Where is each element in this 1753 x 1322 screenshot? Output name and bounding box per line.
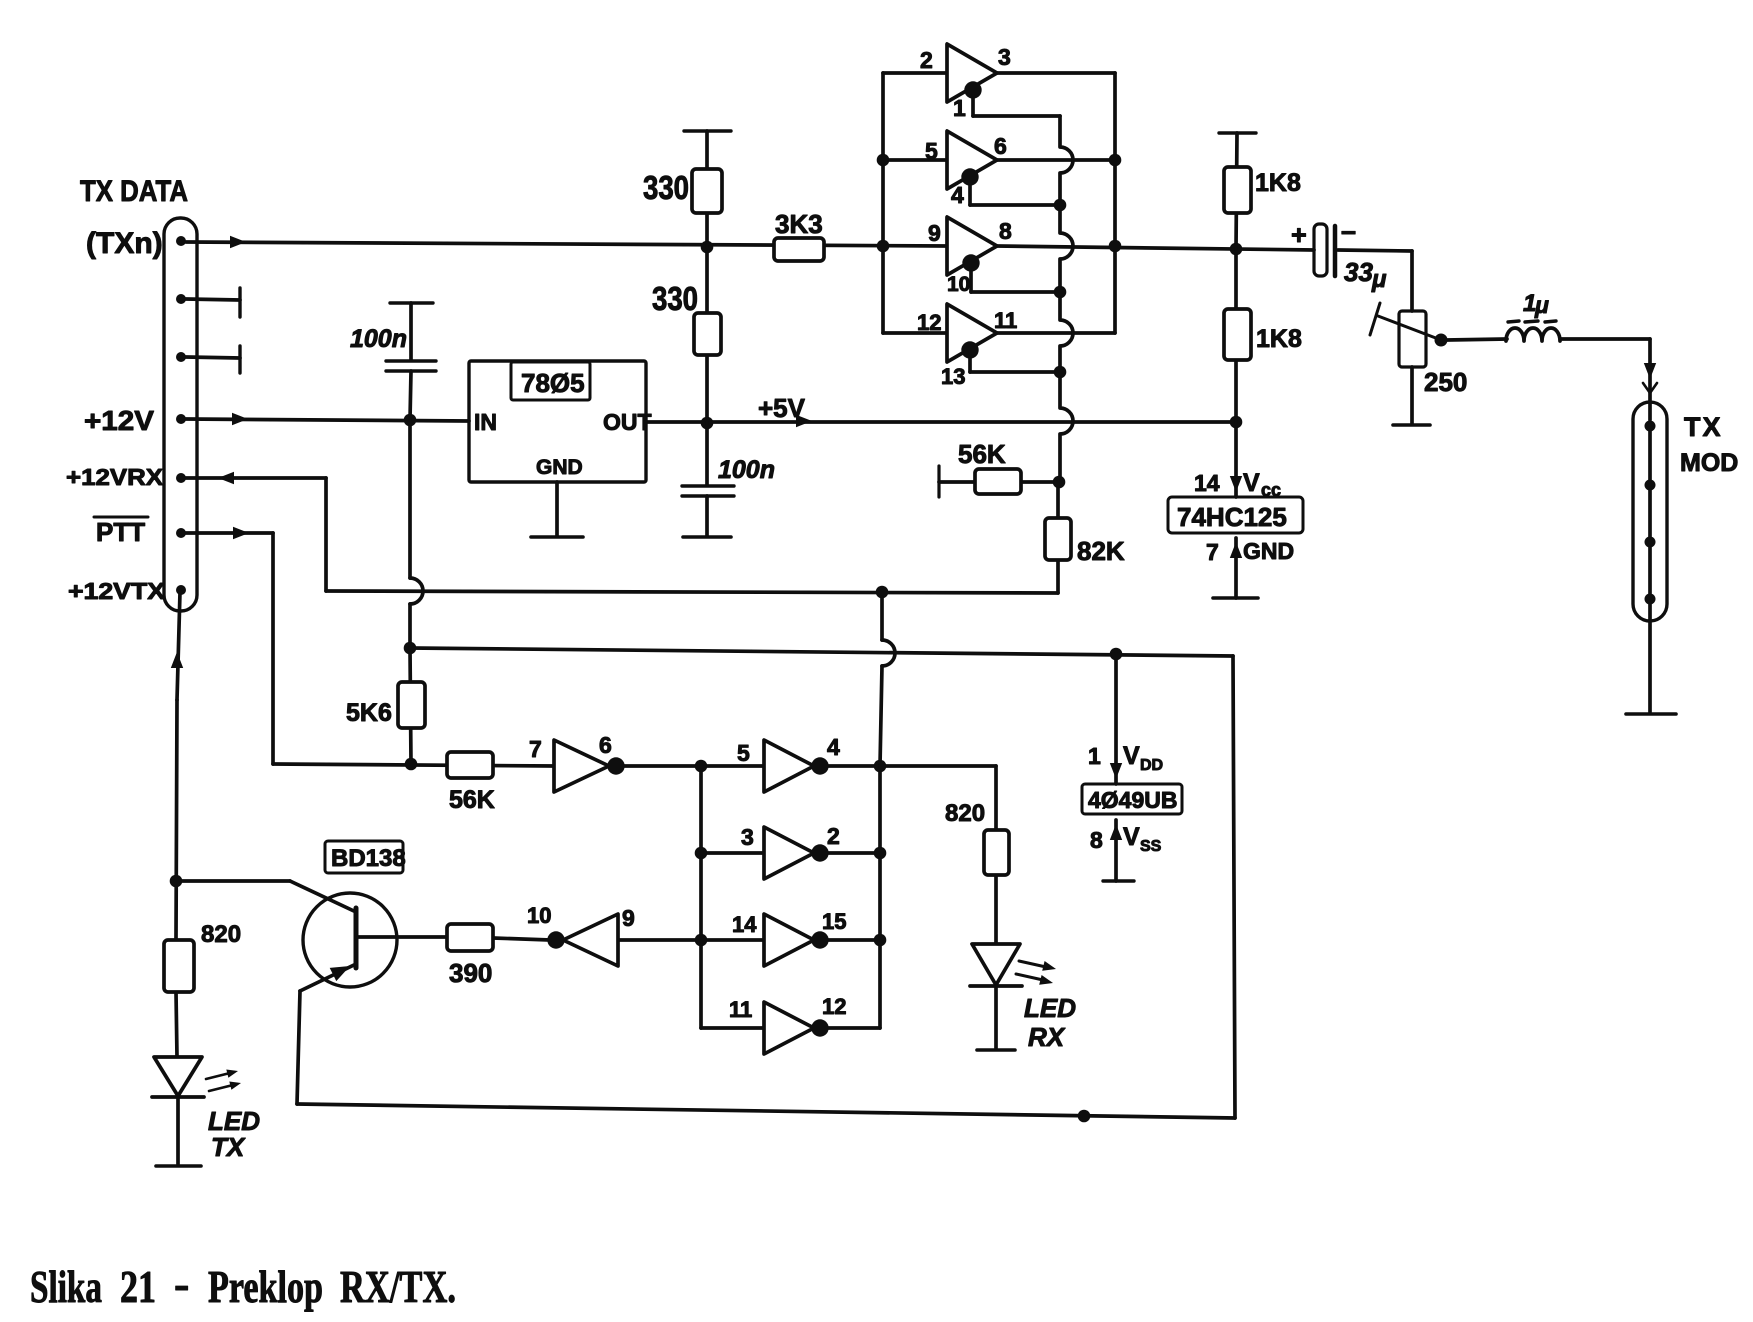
svg-text:2: 2 — [827, 823, 840, 849]
svg-text:TX DATA: TX DATA — [80, 175, 188, 208]
svg-text:cc: cc — [1261, 480, 1281, 500]
svg-text:LED: LED — [1024, 993, 1076, 1023]
svg-text:BD138: BD138 — [331, 845, 406, 872]
svg-text:100n: 100n — [718, 456, 775, 484]
svg-text:12: 12 — [917, 310, 941, 335]
svg-text:9: 9 — [928, 220, 941, 246]
svg-text:μ: μ — [1534, 292, 1549, 318]
svg-text:4: 4 — [951, 182, 964, 208]
svg-text:RX: RX — [1028, 1022, 1066, 1052]
svg-text:250: 250 — [1424, 367, 1467, 397]
svg-text:1: 1 — [1523, 290, 1536, 317]
svg-text:1K8: 1K8 — [1256, 325, 1302, 353]
svg-text:10: 10 — [527, 903, 551, 928]
svg-text:–: – — [1341, 216, 1356, 246]
svg-text:LED: LED — [208, 1106, 260, 1136]
svg-text:11: 11 — [994, 308, 1017, 333]
svg-text:330: 330 — [652, 280, 698, 317]
svg-text:OUT: OUT — [603, 409, 652, 435]
svg-text:+12V: +12V — [84, 405, 154, 436]
svg-text:3K3: 3K3 — [775, 209, 823, 239]
svg-text:Slika: Slika — [30, 1261, 102, 1312]
svg-text:6: 6 — [599, 732, 612, 758]
svg-text:5K6: 5K6 — [346, 699, 392, 727]
svg-text:+: + — [1291, 220, 1307, 250]
svg-text:4: 4 — [827, 734, 840, 760]
svg-text:9: 9 — [622, 905, 635, 931]
svg-text:7: 7 — [1206, 539, 1219, 565]
svg-text:3: 3 — [741, 824, 754, 850]
svg-text:V: V — [1123, 742, 1140, 770]
svg-text:RX/TX.: RX/TX. — [340, 1261, 456, 1312]
svg-text:33: 33 — [1344, 257, 1373, 287]
svg-text:12: 12 — [822, 994, 846, 1019]
svg-text:Preklop: Preklop — [208, 1261, 323, 1312]
svg-text:78Ø5: 78Ø5 — [521, 368, 585, 398]
svg-text:MOD: MOD — [1680, 449, 1738, 477]
svg-text:TX: TX — [1684, 412, 1723, 442]
svg-text:7: 7 — [529, 736, 542, 762]
svg-text:GND: GND — [536, 456, 583, 479]
svg-text:5: 5 — [925, 138, 938, 164]
svg-text:1: 1 — [1088, 743, 1101, 769]
svg-text:3: 3 — [998, 44, 1011, 70]
svg-text:8: 8 — [1090, 827, 1103, 853]
svg-text:1K8: 1K8 — [1255, 169, 1301, 197]
svg-text:V: V — [1123, 823, 1140, 851]
svg-text:14: 14 — [1194, 470, 1220, 496]
svg-text:820: 820 — [945, 800, 985, 827]
svg-text:8: 8 — [999, 218, 1012, 244]
svg-text:+12VTX: +12VTX — [68, 578, 166, 604]
svg-text:56K: 56K — [449, 786, 495, 814]
svg-text:V: V — [1243, 469, 1260, 497]
svg-text:56K: 56K — [958, 439, 1006, 469]
svg-text:21: 21 — [120, 1261, 156, 1312]
svg-text:(TXn): (TXn) — [86, 227, 163, 260]
svg-text:74HC125: 74HC125 — [1177, 502, 1287, 532]
svg-text:13: 13 — [941, 364, 965, 389]
svg-text:-: - — [174, 1258, 189, 1309]
svg-text:5: 5 — [737, 740, 750, 766]
svg-text:SS: SS — [1140, 838, 1162, 855]
svg-text:390: 390 — [449, 958, 492, 988]
svg-text:μ: μ — [1371, 266, 1387, 293]
svg-text:TX: TX — [211, 1132, 246, 1162]
svg-text:1: 1 — [953, 95, 966, 121]
svg-text:GND: GND — [1243, 538, 1294, 564]
svg-text:10: 10 — [947, 273, 970, 296]
svg-text:IN: IN — [474, 409, 497, 435]
svg-text:PTT: PTT — [96, 517, 145, 547]
svg-text:820: 820 — [201, 921, 241, 948]
svg-text:330: 330 — [643, 169, 689, 206]
svg-text:100n: 100n — [350, 325, 407, 353]
svg-text:DD: DD — [1140, 757, 1163, 774]
svg-text:11: 11 — [729, 997, 752, 1022]
svg-text:82K: 82K — [1077, 536, 1125, 566]
svg-text:6: 6 — [994, 133, 1007, 159]
svg-text:15: 15 — [822, 909, 846, 934]
svg-text:2: 2 — [920, 47, 933, 73]
svg-text:4Ø49UB: 4Ø49UB — [1088, 787, 1177, 813]
svg-text:14: 14 — [732, 912, 757, 937]
svg-text:+12VRX: +12VRX — [66, 464, 164, 490]
svg-text:+5V: +5V — [758, 393, 806, 423]
